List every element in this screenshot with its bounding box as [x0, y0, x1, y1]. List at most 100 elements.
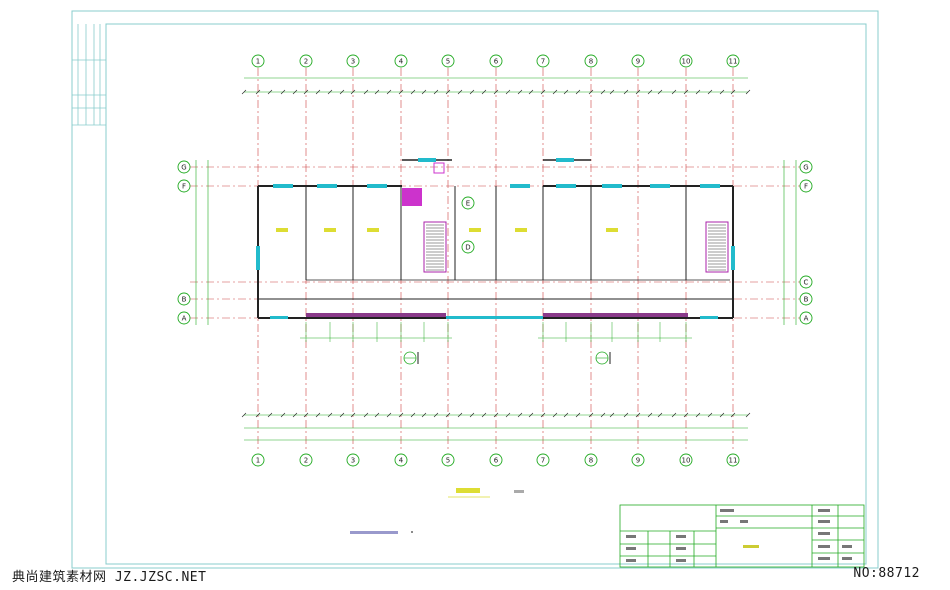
- axis-bubble-top-10: 10: [679, 54, 693, 68]
- dim-tick-bottom-36: [671, 412, 677, 418]
- dim-tick-top-31: [609, 89, 615, 95]
- dim-tick-top-9: [350, 89, 356, 95]
- dim-tick-top-2: [267, 89, 273, 95]
- axis-bubble-bottom-1: 1: [251, 453, 265, 467]
- axis-bubble-right-G: G: [799, 160, 813, 174]
- dim-tick-bottom-1: [255, 412, 261, 418]
- window-north-7: [700, 184, 720, 188]
- dim-tick-bottom-9: [350, 412, 356, 418]
- dim-tick-bottom-29: [588, 412, 594, 418]
- dim-tick-bottom-21: [493, 412, 499, 418]
- dim-tick-bottom-3: [280, 412, 286, 418]
- svg-text:6: 6: [494, 457, 499, 465]
- svg-text:7: 7: [541, 457, 545, 465]
- svg-text:3: 3: [351, 58, 355, 66]
- dim-tick-bottom-33: [635, 412, 641, 418]
- dim-tick-top-12: [386, 89, 392, 95]
- dim-tick-bottom-17: [445, 412, 451, 418]
- dim-tick-top-33: [635, 89, 641, 95]
- dim-tick-top-10: [363, 89, 369, 95]
- dim-tick-top-8: [339, 89, 345, 95]
- dim-tick-bottom-11: [374, 412, 380, 418]
- svg-text:2: 2: [304, 58, 308, 66]
- dim-tick-top-35: [657, 89, 663, 95]
- dim-tick-bottom-0: [241, 412, 247, 418]
- fixture-core: [433, 162, 445, 174]
- dim-tick-top-25: [540, 89, 546, 95]
- room-label-0: [276, 228, 288, 232]
- window-south-center: [446, 316, 543, 319]
- dim-tick-bottom-18: [457, 412, 463, 418]
- dim-tick-bottom-23: [517, 412, 523, 418]
- dim-tick-bottom-40: [719, 412, 725, 418]
- dim-tick-bottom-7: [327, 412, 333, 418]
- window-north-0: [273, 184, 293, 188]
- axis-bubble-bottom-3: 3: [346, 453, 360, 467]
- dim-tick-top-1: [255, 89, 261, 95]
- axis-bubble-bottom-7: 7: [536, 453, 550, 467]
- dim-tick-top-28: [575, 89, 581, 95]
- svg-text:A: A: [182, 315, 187, 323]
- dim-tick-top-29: [588, 89, 594, 95]
- dim-tick-top-3: [280, 89, 286, 95]
- dim-tick-top-36: [671, 89, 677, 95]
- svg-text:9: 9: [636, 457, 640, 465]
- svg-text:6: 6: [494, 58, 499, 66]
- section-marker-right: [595, 351, 611, 365]
- axis-bubble-bottom-11: 11: [726, 453, 740, 467]
- dim-tick-top-40: [719, 89, 725, 95]
- note-mark: [350, 531, 413, 534]
- svg-text:10: 10: [682, 457, 691, 465]
- axis-bubble-top-6: 6: [489, 54, 503, 68]
- dim-tick-top-20: [481, 89, 487, 95]
- dim-tick-top-24: [528, 89, 534, 95]
- dim-tick-top-37: [683, 89, 689, 95]
- axis-bubble-left-F: F: [177, 179, 191, 193]
- dim-tick-top-15: [421, 89, 427, 95]
- axis-bubble-bottom-4: 4: [394, 453, 408, 467]
- window-east: [731, 246, 735, 270]
- dim-tick-bottom-22: [505, 412, 511, 418]
- window-north-5: [602, 184, 622, 188]
- stair-core: [423, 221, 447, 273]
- window-core: [418, 158, 436, 162]
- dim-tick-bottom-10: [363, 412, 369, 418]
- dim-tick-bottom-25: [540, 412, 546, 418]
- axis-bubble-top-8: 8: [584, 54, 598, 68]
- dim-tick-bottom-15: [421, 412, 427, 418]
- axis-bubble-right-B: B: [799, 292, 813, 306]
- axis-bubble-top-2: 2: [299, 54, 313, 68]
- dim-tick-top-27: [563, 89, 569, 95]
- axis-bubble-inner-E: E: [461, 196, 475, 210]
- dim-tick-bottom-28: [575, 412, 581, 418]
- window-south-w: [270, 316, 288, 319]
- dim-tick-top-7: [327, 89, 333, 95]
- window-north-2: [367, 184, 387, 188]
- axis-bubble-right-F: F: [799, 179, 813, 193]
- dim-tick-bottom-12: [386, 412, 392, 418]
- dim-tick-bottom-31: [609, 412, 615, 418]
- dim-tick-top-23: [517, 89, 523, 95]
- axis-bubble-inner-D: D: [461, 240, 475, 254]
- svg-text:G: G: [181, 164, 186, 172]
- dim-tick-bottom-14: [410, 412, 416, 418]
- svg-text:F: F: [804, 183, 808, 191]
- dim-tick-top-42: [745, 89, 751, 95]
- axis-bubble-bottom-2: 2: [299, 453, 313, 467]
- window-north-1: [317, 184, 337, 188]
- outer-frame: [71, 10, 879, 569]
- axis-bubble-top-3: 3: [346, 54, 360, 68]
- window-hall: [556, 158, 574, 162]
- dim-tick-top-5: [303, 89, 309, 95]
- axis-bubble-right-C: C: [799, 275, 813, 289]
- svg-text:3: 3: [351, 457, 355, 465]
- svg-text:G: G: [803, 164, 808, 172]
- room-label-3: [469, 228, 481, 232]
- window-north-4: [556, 184, 576, 188]
- svg-text:9: 9: [636, 58, 640, 66]
- svg-text:10: 10: [682, 58, 691, 66]
- axis-bubble-left-B: B: [177, 292, 191, 306]
- dim-tick-top-19: [469, 89, 475, 95]
- axis-bubble-top-7: 7: [536, 54, 550, 68]
